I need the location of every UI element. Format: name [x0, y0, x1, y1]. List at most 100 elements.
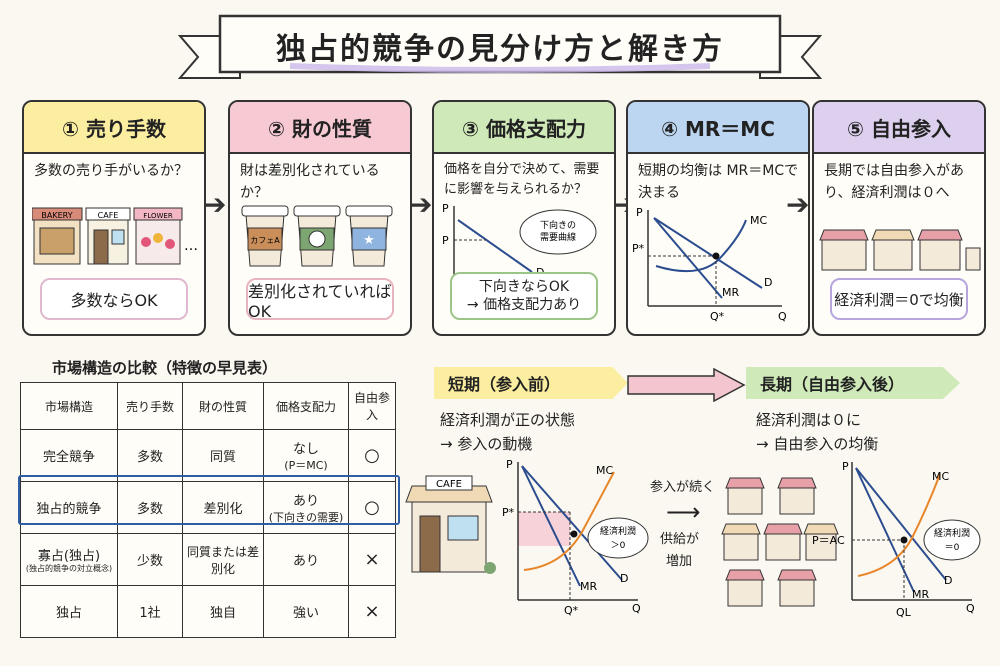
entry-cell: ×	[348, 585, 396, 638]
arrow-right-icon: ➔	[786, 188, 810, 221]
axis-label: P	[442, 202, 449, 215]
step-title: ② 財の性質	[230, 102, 410, 154]
market-name: 寡占(独占)	[37, 549, 101, 564]
shop-sign: CAFE	[436, 479, 462, 490]
long-run-text: → 自由参入の均衡	[756, 435, 879, 453]
cafe-illustration: CAFE	[405, 475, 496, 574]
curve-label: D	[764, 276, 772, 289]
step-title: ④ MR＝MC	[628, 102, 808, 154]
market-name: 完全競争	[20, 429, 118, 482]
power-value: なし	[292, 442, 319, 457]
curve-label: MC	[596, 464, 613, 477]
table-row: 独占 1社 独自 強い ×	[20, 585, 396, 638]
power-note: (P＝MC)	[284, 459, 328, 472]
sellers-cell: 多数	[117, 429, 183, 482]
entry-cell: ○	[348, 481, 396, 534]
page-title: 独占的競争の見分け方と解き方	[276, 32, 724, 67]
market-note: (独占的競争の対立概念)	[25, 564, 113, 573]
table-caption: 市場構造の比較（特徴の早見表）	[52, 359, 278, 377]
arrow-right-icon: ➔	[409, 188, 433, 221]
goods-cell: 独自	[182, 585, 264, 638]
curve-label: MR	[912, 588, 929, 601]
middle-text: 増加	[666, 554, 693, 569]
middle-text: 供給が	[660, 532, 700, 547]
step-question: 多数の売り手がいるか？	[34, 163, 188, 179]
table-header: 財の性質	[182, 382, 264, 430]
power-cell: なし (P＝MC)	[263, 429, 349, 482]
sellers-cell: 多数	[117, 481, 183, 534]
power-cell: あり(下向きの需要)	[263, 481, 349, 534]
quantity-tick: Q*	[710, 310, 725, 323]
step-panel-goods: ② 財の性質 財は差別化されているか？ カフェA ★ 差別化されていればOK	[228, 100, 412, 336]
shop-sign: CAFE	[98, 211, 119, 220]
curve-label: MR	[722, 286, 739, 299]
table-row: 寡占(独占)(独占的競争の対立概念) 少数 同質または差別化 あり ×	[20, 533, 396, 586]
sellers-cell: 少数	[117, 533, 183, 586]
callout-text: 需要曲線	[540, 231, 576, 243]
short-run-graph: P P* MC D MR Q* Q 経済利潤 ＞0	[502, 458, 649, 617]
callout-text: 下向きの	[540, 219, 576, 231]
market-name: 独占	[20, 585, 118, 638]
period-arrow-icon	[627, 368, 746, 402]
long-run-title: 長期（自由参入後）	[746, 367, 960, 399]
table-row: 独占的競争 多数 差別化 あり(下向きの需要) ○	[20, 481, 396, 534]
step-note: 多数ならOK	[40, 278, 188, 320]
shop-sign: FLOWER	[143, 212, 173, 220]
goods-cell: 同質または差別化	[182, 533, 264, 586]
entry-cell: ×	[348, 533, 396, 586]
short-run-title: 短期（参入前）	[434, 367, 628, 399]
step-note: 経済利潤＝0で均衡	[830, 278, 968, 320]
step-title: ③ 価格支配力	[434, 102, 614, 154]
short-run-text: 経済利潤が正の状態	[440, 411, 576, 429]
table-header: 売り手数	[117, 382, 183, 430]
arrow-right-icon: ➔	[203, 188, 227, 221]
short-run-text: → 参入の動機	[440, 435, 533, 453]
power-note: (下向きの需要)	[268, 511, 344, 524]
market-name: 独占的競争	[20, 481, 118, 534]
power-cell: 強い	[263, 585, 349, 638]
cup-label: カフェA	[250, 236, 280, 245]
curve-label: MR	[580, 580, 597, 593]
curve-label: MC	[750, 214, 767, 227]
note-line: 下向きならOK	[478, 279, 570, 295]
axis-label: P	[636, 206, 643, 219]
shops-row-illustration	[819, 229, 981, 271]
curve-label: D	[620, 572, 628, 585]
long-run-graph: P P＝AC MC D MR QL Q 経済利潤 ＝0	[812, 460, 981, 619]
shops-illustration: BAKERY CAFE FLOWER …	[32, 207, 197, 265]
axis-label: Q	[778, 310, 787, 323]
step-question: 長期では自由参入があり、経済利潤は０へ	[824, 163, 964, 201]
step-question: 短期の均衡は MR＝MCで決まる	[638, 163, 799, 201]
star-icon: ★	[363, 233, 375, 248]
axis-label: P	[506, 458, 513, 471]
mr-mc-graph: P P* MC D MR Q* Q	[632, 206, 787, 323]
title-banner	[177, 14, 823, 79]
shop-sign: BAKERY	[41, 211, 72, 220]
callout-text: ＝0	[945, 543, 960, 553]
table-header: 自由参入	[348, 382, 396, 430]
price-tick: P＝AC	[812, 534, 845, 547]
callout-text: ＞0	[611, 541, 626, 551]
curve-label: D	[944, 574, 952, 587]
comparison-table: 市場構造 売り手数 財の性質 価格支配力 自由参入 完全競争 多数 同質 なし(…	[20, 382, 396, 638]
note-line: → 価格支配力あり	[466, 297, 582, 313]
step-note: 下向きならOK → 価格支配力あり	[450, 272, 598, 320]
axis-label: Q	[966, 602, 975, 615]
price-tick: P	[442, 234, 449, 247]
middle-text: 参入が続く	[650, 480, 716, 495]
entry-cell: ○	[348, 429, 396, 482]
many-shops-illustration	[721, 477, 839, 607]
quantity-tick: QL	[896, 606, 912, 619]
power-cell: あり	[263, 533, 349, 586]
axis-label: Q	[632, 602, 641, 615]
price-tick: P*	[632, 242, 645, 255]
table-header: 市場構造	[20, 382, 118, 430]
step-panel-sellers: ① 売り手数 多数の売り手がいるか？ BAKERY CAFE FLOWER … …	[22, 100, 206, 336]
table-row: 完全競争 多数 同質 なし(P＝MC) ○	[20, 429, 396, 482]
curve-label: MC	[932, 470, 949, 483]
callout-text: 経済利潤	[934, 527, 970, 539]
step-title: ① 売り手数	[24, 102, 204, 154]
cups-illustration: カフェA ★	[241, 205, 393, 267]
sellers-cell: 1社	[117, 585, 183, 638]
step-question: 財は差別化されているか？	[240, 163, 380, 201]
